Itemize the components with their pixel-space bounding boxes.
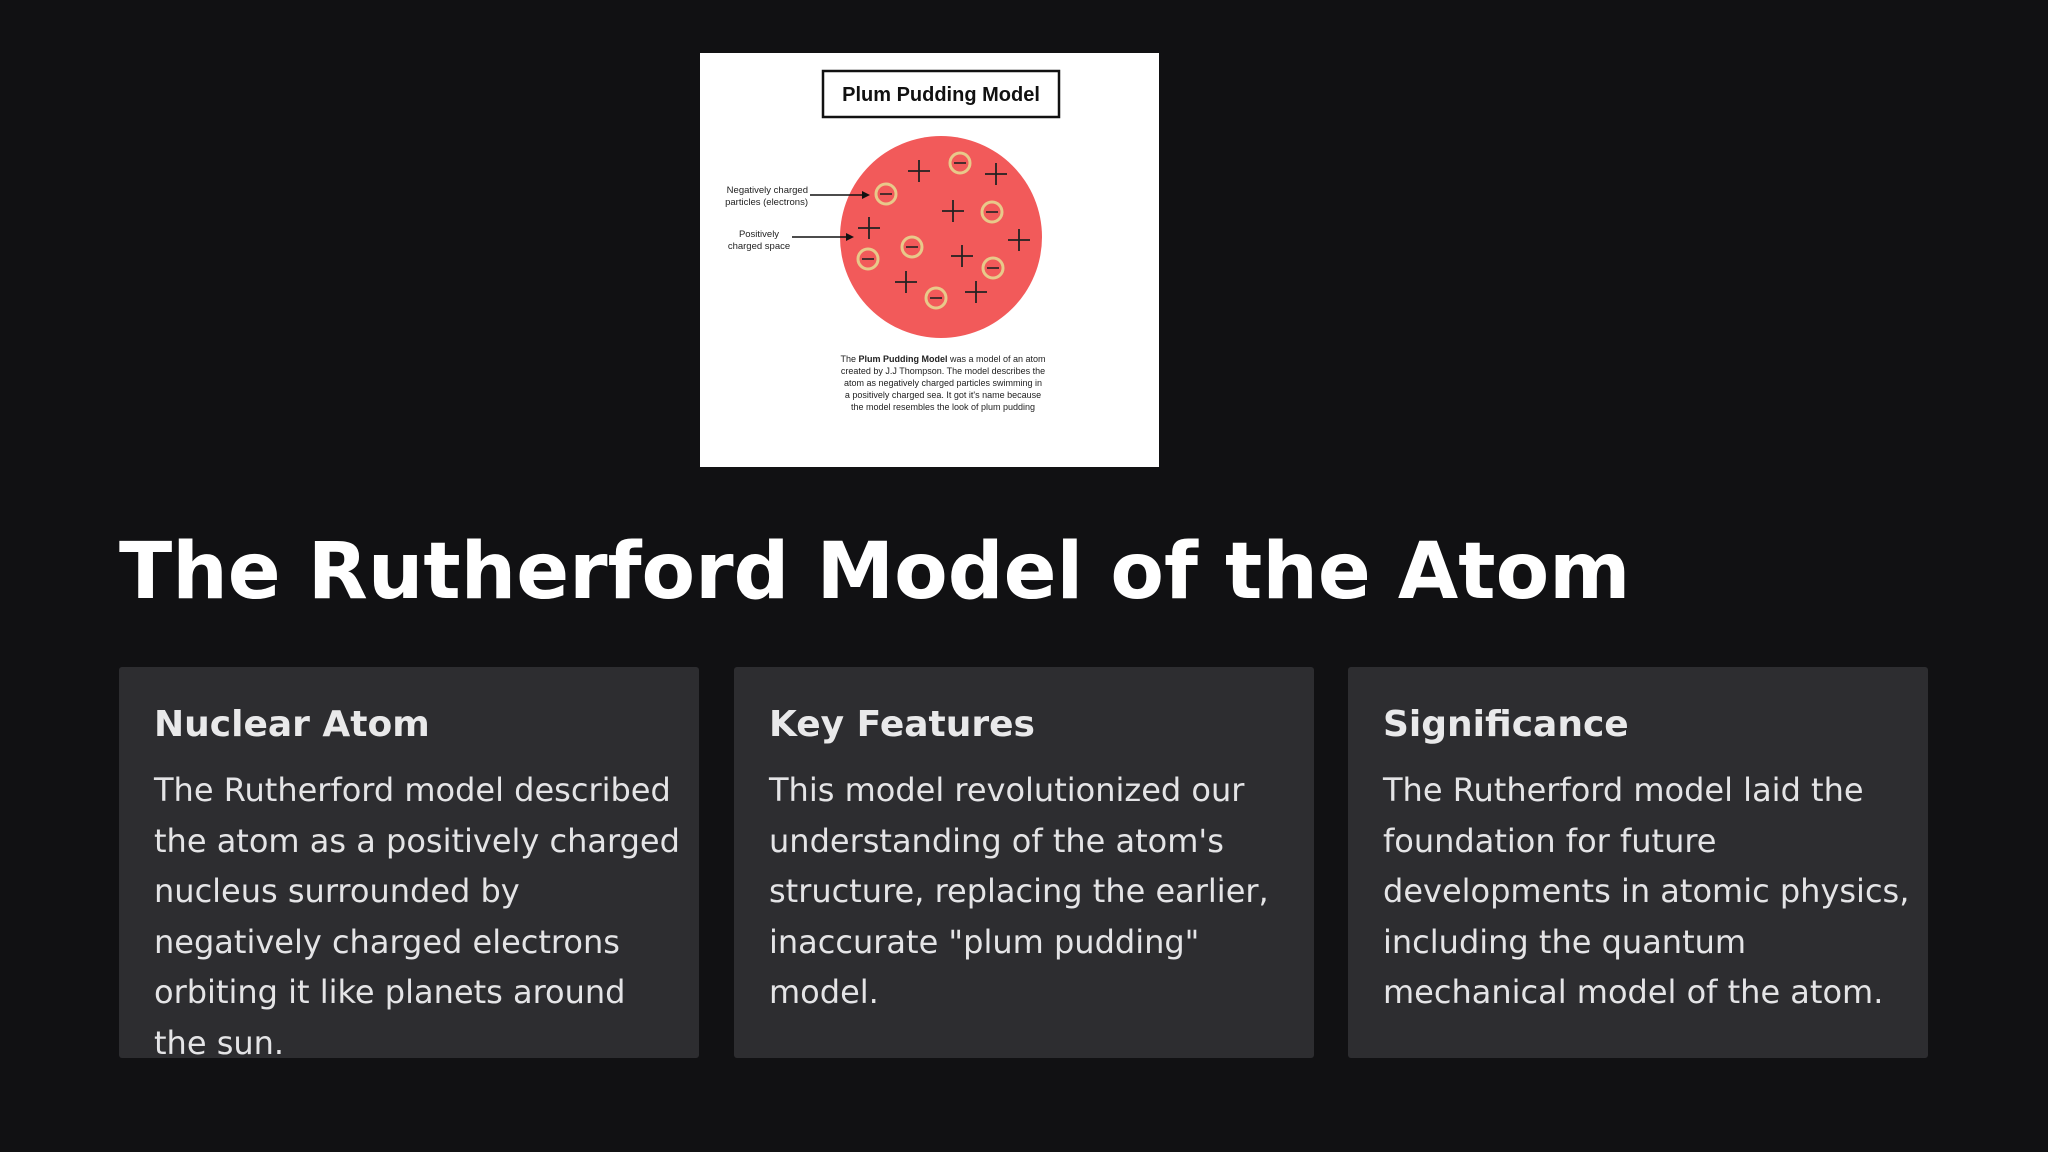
electron: [948, 151, 972, 175]
card-nuclear-atom: Nuclear Atom The Rutherford model descri…: [119, 667, 699, 1062]
plus-sign: [858, 217, 880, 239]
caption-line5: the model resembles the look of plum pud…: [851, 402, 1035, 412]
page-title: The Rutherford Model of the Atom: [119, 527, 1631, 617]
figure-title: Plum Pudding Model: [842, 84, 1040, 106]
plus-sign: [985, 163, 1007, 185]
plus-sign: [1008, 229, 1030, 251]
caption-line4: a positively charged sea. It got it's na…: [845, 390, 1041, 400]
plum-pudding-diagram: Plum Pudding Model Negatively charged pa…: [725, 69, 1061, 412]
space-arrow-head: [846, 233, 854, 241]
plus-sign: [951, 245, 973, 267]
card-significance: Significance The Rutherford model laid t…: [1348, 667, 1928, 1058]
electron: [981, 256, 1005, 280]
card-heading: Key Features: [769, 704, 1035, 745]
caption-line3: atom as negatively charged particles swi…: [844, 378, 1042, 388]
electron: [900, 235, 924, 259]
electron-arrow-head: [862, 191, 870, 199]
label-space-line2: charged space: [728, 241, 790, 252]
label-space-line1: Positively: [739, 229, 779, 240]
card-heading: Nuclear Atom: [154, 704, 430, 745]
plus-sign: [895, 271, 917, 293]
plus-signs: [858, 160, 1030, 303]
caption-line1: The Plum Pudding Model was a model of an…: [840, 354, 1045, 364]
plus-sign: [942, 200, 964, 222]
card-body: The Rutherford model laid the foundation…: [1383, 771, 1910, 1011]
label-electrons-line1: Negatively charged: [727, 185, 808, 196]
card-key-features: Key Features This model revolutionized o…: [734, 667, 1314, 1058]
electron: [856, 247, 880, 271]
figure-title-box: [821, 69, 1061, 119]
plum-pudding-figure: Plum Pudding Model Negatively charged pa…: [700, 53, 1159, 467]
card-heading: Significance: [1383, 704, 1629, 745]
plus-sign: [908, 160, 930, 182]
electron: [980, 200, 1004, 224]
electron: [874, 182, 898, 206]
plus-sign: [965, 281, 987, 303]
caption-line2: created by J.J Thompson. The model descr…: [841, 366, 1045, 376]
card-body: This model revolutionized our understand…: [769, 771, 1269, 1011]
card-body: The Rutherford model described the atom …: [154, 771, 680, 1062]
electrons: [856, 151, 1005, 310]
electron: [924, 286, 948, 310]
label-electrons-line2: particles (electrons): [725, 197, 808, 208]
